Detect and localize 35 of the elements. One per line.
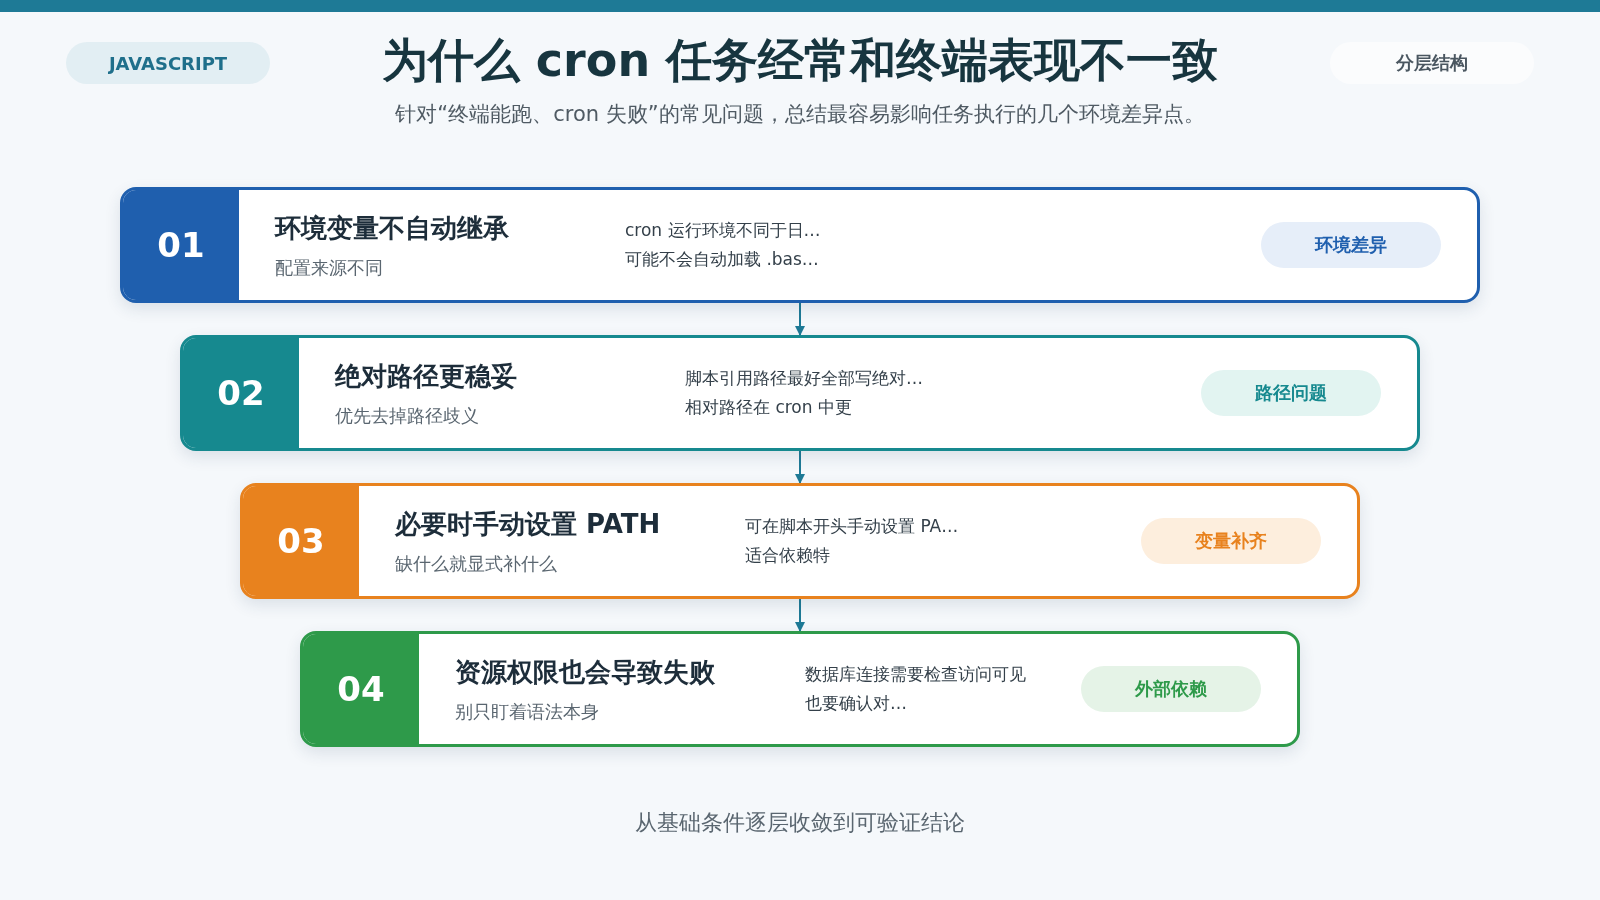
step-number: 04 — [303, 634, 419, 744]
footer-note: 从基础条件逐层收敛到可验证结论 — [634, 809, 966, 837]
subtitle: 针对“终端能跑、cron 失败”的常见问题，总结最容易影响任务执行的几个环境差异点。 — [394, 101, 1206, 128]
step-subtitle: 配置来源不同 — [275, 255, 384, 280]
step-card — [120, 187, 1480, 303]
detail-text: 可能不会自动加载 .bas… — [625, 248, 820, 271]
step-subtitle: 别只盯着语法本身 — [455, 699, 600, 724]
category-tag: 变量补齐 — [1141, 518, 1321, 564]
arrow — [795, 302, 805, 336]
step-number: 02 — [183, 338, 299, 448]
detail-text: cron 运行环境不同于日… — [625, 219, 822, 242]
category-tag: 路径问题 — [1201, 370, 1381, 416]
step-card — [300, 631, 1300, 747]
step-card — [240, 483, 1360, 599]
step-number: 01 — [123, 190, 239, 300]
category-tag: 环境差异 — [1261, 222, 1441, 268]
detail-text: 数据库连接需要检查访问可见 — [805, 663, 1027, 686]
detail-text: 脚本引用路径最好全部写绝对… — [685, 367, 924, 390]
category-tag: 外部依赖 — [1081, 666, 1261, 712]
step-subtitle: 优先去掉路径歧义 — [335, 403, 480, 428]
step-title: 环境变量不自动继承 — [275, 211, 510, 245]
detail-text: 相对路径在 cron 中更 — [685, 396, 853, 419]
detail-text: 也要确认对… — [805, 692, 908, 715]
step-subtitle: 缺什么就显式补什么 — [395, 551, 558, 576]
arrow — [795, 450, 805, 484]
step-number: 03 — [243, 486, 359, 596]
layout-pill: 分层结构 — [1330, 42, 1534, 84]
step-title: 资源权限也会导致失败 — [455, 655, 716, 689]
detail-text: 可在脚本开头手动设置 PA… — [745, 515, 960, 538]
step-title: 绝对路径更稳妥 — [335, 359, 518, 393]
step-title: 必要时手动设置 PATH — [395, 507, 662, 541]
detail-text: 适合依赖特 — [745, 544, 831, 567]
step-card — [180, 335, 1420, 451]
arrow — [795, 598, 805, 632]
topic-pill: JAVASCRIPT — [66, 42, 270, 84]
